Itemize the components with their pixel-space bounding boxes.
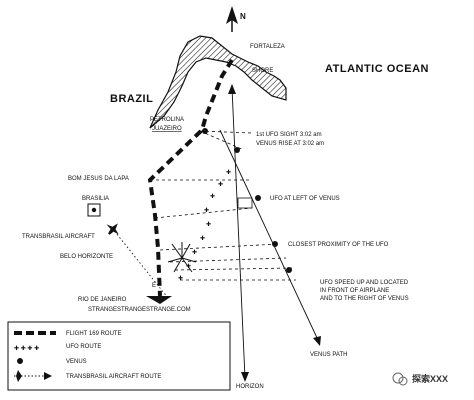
ufo-left-label: UFO AT LEFT OF VENUS xyxy=(270,196,340,202)
website-label: STRANGESTRANGESTRANGE.COM xyxy=(88,307,191,313)
svg-text:✚: ✚ xyxy=(192,249,197,256)
brasilia-marker-icon xyxy=(87,203,101,217)
sight-lines xyxy=(150,130,296,281)
transbrasil-route xyxy=(111,227,169,299)
legend-item-transbrasil: TRANSBRASIL AIRCRAFT ROUTE xyxy=(66,374,161,380)
venus-dot xyxy=(272,241,278,247)
legend-item-flight: FLIGHT 169 ROUTE xyxy=(66,331,122,337)
legend-venus-icon xyxy=(17,358,23,364)
svg-text:✚: ✚ xyxy=(206,221,211,228)
horizon-label: HORIZON xyxy=(236,384,264,390)
place-rio: RIO DE JANEIRO xyxy=(78,297,127,303)
legend: FLIGHT 169 ROUTE ✚ ✚ ✚ ✚ UFO ROUTE VENUS… xyxy=(7,321,231,391)
legend-item-venus: VENUS xyxy=(66,359,87,365)
legend-item-ufo: UFO ROUTE xyxy=(66,344,101,350)
ocean-label: ATLANTIC OCEAN xyxy=(325,63,429,75)
north-arrow-icon xyxy=(226,6,238,32)
svg-text:✚: ✚ xyxy=(200,235,205,242)
svg-text:✚: ✚ xyxy=(218,181,223,188)
venus-dot xyxy=(286,267,292,273)
speed-up-label-3: AND TO THE RIGHT OF VENUS xyxy=(320,296,409,302)
svg-text:✚: ✚ xyxy=(178,275,183,282)
place-juazeiro: JUAZEIRO xyxy=(152,126,182,132)
place-bom-jesus: BOM JESUS DA LAPA xyxy=(68,176,129,182)
ufo-route: ✚ ✚ ✚ ✚ ✚ ✚ ✚ ✚ ✚ xyxy=(178,169,231,282)
venus-rise-label: VENUS RISE AT 3:02 am xyxy=(256,141,324,147)
watermark: 探索XXX xyxy=(392,372,448,386)
e-box xyxy=(237,197,253,209)
place-brasilia: BRASILIA xyxy=(82,196,109,202)
legend-ufo-icon: ✚ ✚ ✚ ✚ xyxy=(14,345,39,352)
venus-dot xyxy=(202,128,208,134)
transbrasil-airplane-icon xyxy=(106,223,119,235)
watermark-text: 探索XXX xyxy=(412,373,448,384)
ufo-burst-icon xyxy=(167,242,197,273)
place-belo-horizonte: BELO HORIZONTE xyxy=(60,254,113,260)
horizon-line xyxy=(231,87,246,379)
venus-path-line xyxy=(219,129,319,341)
ufo-sight-label: 1st UFO SIGHT 3:02 am xyxy=(256,132,322,138)
venus-path-arrow-icon xyxy=(313,336,321,346)
place-petrolina: PETROLINA xyxy=(150,117,184,123)
legend-airplane-icon xyxy=(14,370,52,382)
venus-dot xyxy=(234,147,240,153)
svg-text:✚: ✚ xyxy=(226,169,231,176)
country-label: BRAZIL xyxy=(110,93,153,105)
shore-label: SHORE xyxy=(252,68,273,74)
horizon-top-arrow-icon xyxy=(228,84,236,94)
venus-path-label: VENUS PATH xyxy=(310,352,347,358)
venus-positions xyxy=(202,128,292,273)
closest-proximity-label: CLOSEST PROXIMITY OF THE UFO xyxy=(288,242,389,248)
venus-dot xyxy=(255,195,261,201)
wechat-icon xyxy=(392,372,404,384)
speed-up-label-1: UFO SPEED UP AND LOCATED xyxy=(320,280,409,286)
e-mark: E xyxy=(152,283,156,289)
horizon-arrow-icon xyxy=(241,372,249,382)
flight-169-route xyxy=(147,58,234,297)
place-fortaleza: FORTALEZA xyxy=(250,44,285,50)
north-label: N xyxy=(240,12,246,21)
svg-text:✚: ✚ xyxy=(210,193,215,200)
coastline-land xyxy=(149,35,287,129)
transbrasil-label: TRANSBRASIL AIRCRAFT xyxy=(22,234,95,240)
svg-text:✚: ✚ xyxy=(204,207,209,214)
speed-up-label-2: IN FRONT OF AIRPLANE xyxy=(320,288,389,294)
rio-marker-icon xyxy=(146,296,172,304)
